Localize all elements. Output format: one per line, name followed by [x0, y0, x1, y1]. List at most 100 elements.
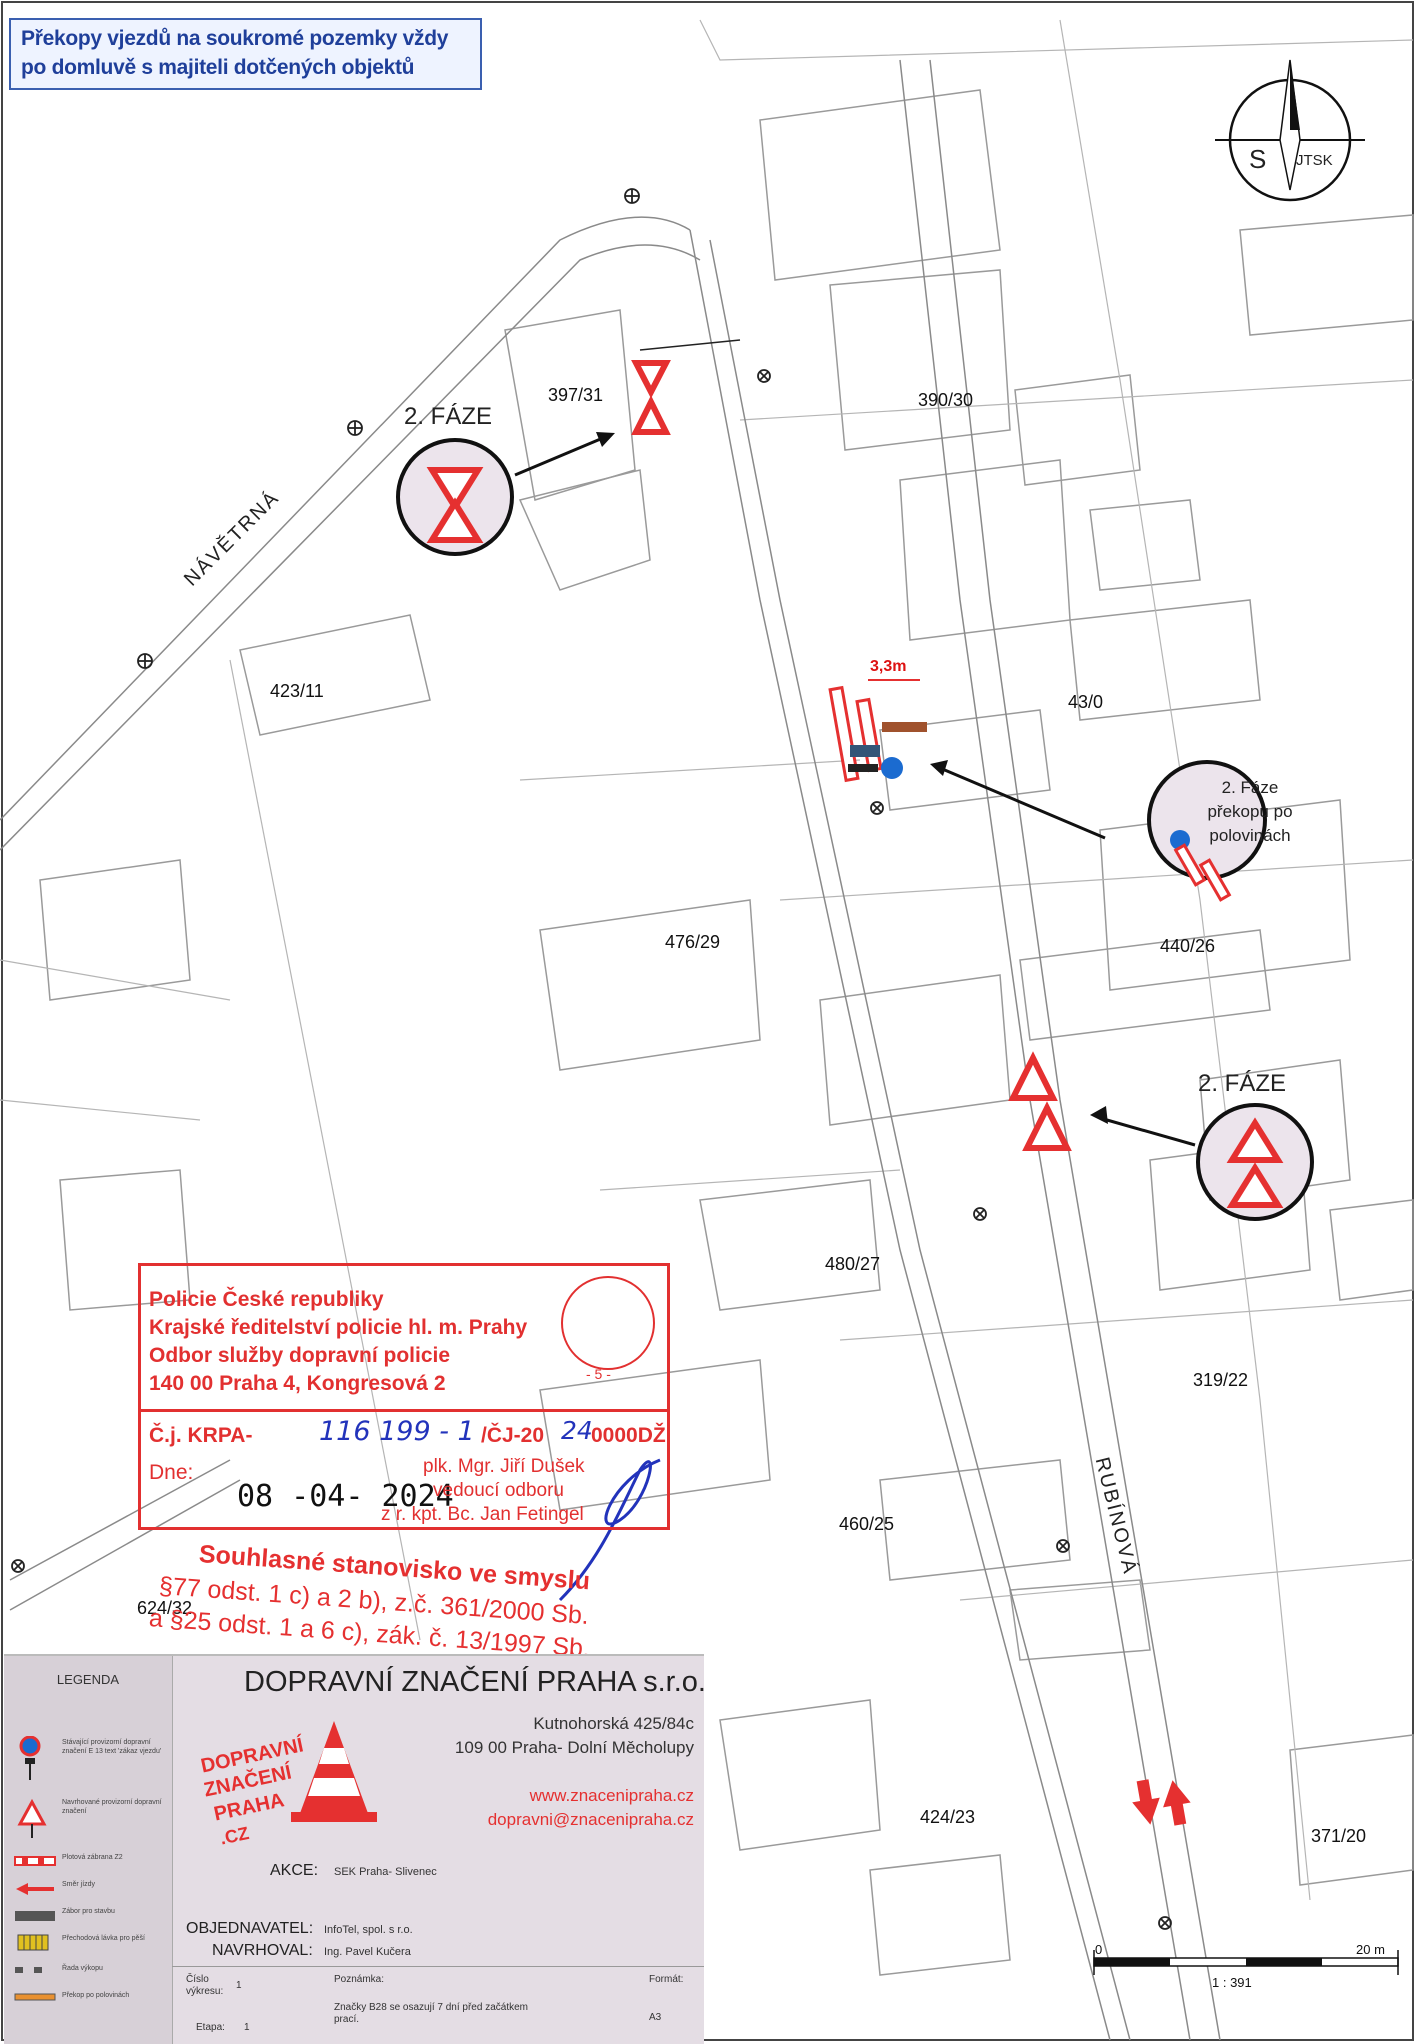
- akce-label: AKCE:: [270, 1862, 319, 1879]
- scale-bar: [1093, 1950, 1399, 1975]
- stamp-date-label: Dne:: [149, 1461, 194, 1484]
- road-rubinova: [689, 59, 1221, 2041]
- parcel-label: 371/20: [1311, 1826, 1367, 1846]
- stamp-date: 08 -04- 2024: [237, 1479, 454, 1514]
- legend-item: Zábor pro stavbu: [12, 1905, 170, 1935]
- etapa-value: 1: [244, 2022, 250, 2033]
- signature-scribble: [558, 1458, 661, 1602]
- compass-system: JTSK: [1296, 152, 1333, 169]
- parcel-label: 319/22: [1193, 1370, 1249, 1390]
- phase-circle-right-icon: [930, 760, 1267, 902]
- objednavatel-label: OBJEDNAVATEL:: [186, 1920, 314, 1937]
- footbridge-icon: [17, 1934, 49, 1951]
- police-stamp: Policie České republiky Krajské ředitels…: [138, 1263, 670, 1530]
- note-line-2: po domluvě s majiteli dotčených objektů: [21, 56, 415, 79]
- stamp-signer-for: z r. kpt. Bc. Jan Fetingel: [381, 1504, 584, 1525]
- direction-arrows-icon: [1132, 1779, 1191, 1826]
- parcel-label: 43/0: [1068, 692, 1104, 712]
- navrhoval-value: Ing. Pavel Kučera: [324, 1946, 411, 1958]
- akce-value: SEK Praha- Slivenec: [334, 1866, 437, 1878]
- parcel-label: 397/31: [548, 385, 604, 405]
- format-label: Formát:: [649, 1974, 684, 1985]
- road-navetrna: [0, 216, 701, 1611]
- utility-markers: [11, 188, 1172, 1930]
- poznamka-value: Značky B28 se osazují 7 dní před začátke…: [334, 2002, 528, 2025]
- company-name: DOPRAVNÍ ZNAČENÍ PRAHA s.r.o.: [244, 1666, 706, 1698]
- scale-end: 20 m: [1356, 1942, 1385, 1957]
- phase-label-right-title: 2. Fáze: [1221, 778, 1279, 797]
- company-web-link[interactable]: www.znacenipraha.cz: [529, 1786, 694, 1805]
- trench-line-icon: [15, 1967, 42, 1973]
- phase-circle-top-icon: [396, 432, 615, 556]
- dimension-label: 3,3m: [870, 658, 907, 675]
- stamp-cj-handwritten: 116 199 - 1: [319, 1416, 475, 1447]
- stamp-line-2: Krajské ředitelství policie hl. m. Prahy: [149, 1316, 528, 1339]
- parcel-label: 424/23: [920, 1807, 976, 1827]
- legend-item: Navrhované provizorní dopravní značení: [12, 1796, 170, 1838]
- construction-zone-icon: [15, 1911, 55, 1921]
- legend-item: Přechodová lávka pro pěší: [12, 1932, 170, 1962]
- cislo-label: Číslo výkresu:: [186, 1974, 224, 1997]
- navrhoval-label: NAVRHOVAL:: [212, 1942, 313, 1959]
- no-entry-sign-icon: [19, 1736, 41, 1780]
- traffic-cone-icon: [291, 1721, 377, 1822]
- parcel-label: 624/32: [137, 1598, 193, 1618]
- cislo-value: 1: [236, 1980, 242, 1991]
- construction-barrier-icon: [828, 679, 927, 783]
- parcel-label: 423/11: [270, 681, 324, 701]
- stamp-signer: plk. Mgr. Jiří Dušek: [423, 1456, 585, 1477]
- company-email-link[interactable]: dopravni@znacenipraha.cz: [487, 1810, 694, 1829]
- legend-item: Stávající provizorní dopravní značení E …: [12, 1736, 170, 1780]
- objednavatel-value: InfoTel, spol. s r.o.: [324, 1924, 413, 1936]
- parcel-label: 480/27: [825, 1254, 881, 1274]
- stamp-signer-role: vedoucí odboru: [433, 1480, 564, 1501]
- note-box: Překopy vjezdů na soukromé pozemky vždy …: [9, 18, 482, 90]
- arrow-left-icon: [16, 1883, 54, 1895]
- parcel-outlines: [39, 89, 1414, 1976]
- legend-item: Směr jízdy: [12, 1878, 170, 1908]
- poznamka-label: Poznámka:: [334, 1974, 385, 1985]
- scale-start: 0: [1095, 1942, 1103, 1957]
- traffic-sign-pair-lower-icon: [1008, 1051, 1314, 1221]
- parcel-boundaries: [0, 19, 1414, 1901]
- warning-sign-icon: [17, 1798, 47, 1838]
- legend-title: LEGENDA: [56, 1672, 120, 1687]
- compass-icon: [1215, 59, 1365, 202]
- stamp-cj-mid: /ČJ-20: [481, 1424, 545, 1447]
- phase-label-lower: 2. FÁZE: [1198, 1070, 1287, 1097]
- parcel-label: 476/29: [665, 932, 721, 952]
- stamp-cj-prefix: Č.j. KRPA-: [149, 1424, 253, 1447]
- parcel-label: 460/25: [839, 1514, 895, 1534]
- legend-item: Překop po polovinách: [12, 1989, 170, 2019]
- parcel-label: 440/26: [1160, 936, 1216, 956]
- title-block-separator: [172, 1966, 704, 1967]
- stamp-cj-year: 24: [561, 1416, 593, 1445]
- stamp-line-3: Odbor služby dopravní policie: [149, 1344, 451, 1367]
- compass-letter: S: [1249, 144, 1267, 174]
- logo-line-4: .CZ: [218, 1822, 251, 1849]
- stamp-line-1: Policie České republiky: [149, 1288, 384, 1311]
- half-crossing-icon: [14, 1993, 56, 2001]
- legend-item: Řada výkopu: [12, 1962, 170, 1992]
- traffic-sign-pair-top-icon: [631, 339, 741, 435]
- scale-ratio: 1 : 391: [1212, 1975, 1252, 1990]
- parcel-label: 390/30: [918, 390, 974, 410]
- legend-item: Plotová zábrana Z2: [12, 1851, 170, 1881]
- format-value: A3: [649, 2012, 662, 2023]
- company-address-1: Kutnohorská 425/84c: [533, 1714, 694, 1733]
- seal-number: - 5 -: [586, 1366, 611, 1382]
- stamp-separator: [141, 1409, 667, 1412]
- etapa-label: Etapa:: [196, 2022, 225, 2033]
- phase-label-right-line2: překopu po: [1207, 802, 1293, 821]
- phase-label-right-line3: polovinách: [1209, 826, 1291, 845]
- police-seal-icon: [561, 1276, 655, 1370]
- stamp-cj-suffix: 0000DŽ: [591, 1424, 666, 1447]
- stamp-line-4: 140 00 Praha 4, Kongresová 2: [149, 1372, 446, 1395]
- note-line-1: Překopy vjezdů na soukromé pozemky vždy: [21, 27, 449, 50]
- legend-panel: LEGENDA Stávající provizorní dopravní zn…: [4, 1656, 173, 2044]
- company-address-2: 109 00 Praha- Dolní Měcholupy: [454, 1738, 694, 1757]
- phase-label-top: 2. FÁZE: [404, 403, 493, 430]
- fence-barrier-icon: [14, 1856, 56, 1866]
- title-block: LEGENDA Stávající provizorní dopravní zn…: [4, 1654, 706, 2044]
